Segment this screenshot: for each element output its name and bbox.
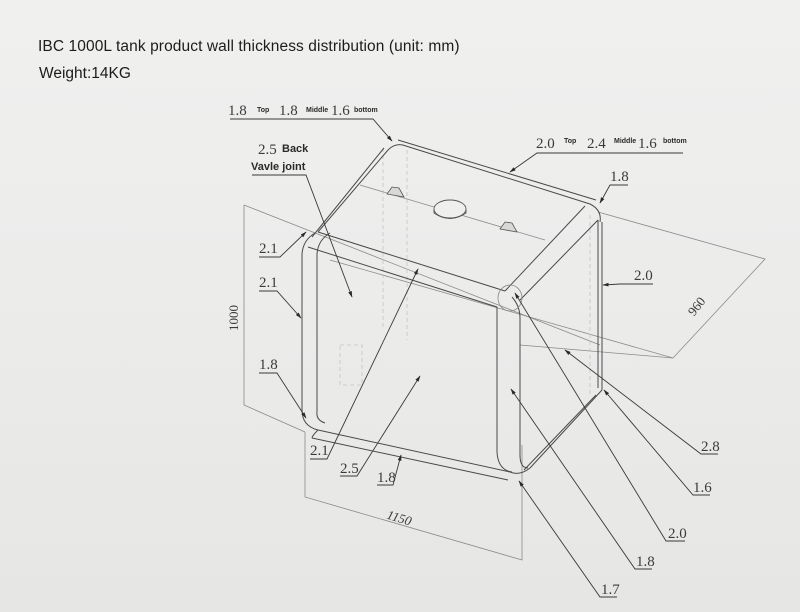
svg-text:2.5: 2.5 xyxy=(340,461,359,477)
svg-text:1.8: 1.8 xyxy=(279,103,298,119)
tank-body xyxy=(301,139,603,481)
svg-text:2.1: 2.1 xyxy=(259,241,278,257)
width-dimension-plane xyxy=(329,211,766,359)
svg-text:2.0: 2.0 xyxy=(536,136,555,152)
svg-text:2.8: 2.8 xyxy=(701,439,720,455)
svg-text:1.7: 1.7 xyxy=(601,582,620,598)
callout-front-bottom-left: 2.1 xyxy=(310,268,419,460)
svg-text:Middle: Middle xyxy=(306,107,328,114)
svg-text:1.8: 1.8 xyxy=(636,554,655,570)
hidden-lines xyxy=(339,148,591,395)
callout-right-2-8: 2.8 xyxy=(564,349,720,455)
callout-right-1-6: 1.6 xyxy=(603,389,712,496)
svg-text:1.6: 1.6 xyxy=(638,136,657,152)
callout-right-corner: 1.8 xyxy=(599,169,629,204)
callout-left-side: 2.1 xyxy=(259,275,302,319)
callout-front-face: 2.5 xyxy=(340,375,421,477)
svg-text:Top: Top xyxy=(257,107,269,114)
svg-text:Back: Back xyxy=(282,143,309,155)
callout-left-lower-corner: 1.8 xyxy=(259,357,307,419)
callout-right-2-0: 2.0 xyxy=(514,292,687,542)
svg-text:bottom: bottom xyxy=(663,138,687,145)
svg-text:1.8: 1.8 xyxy=(259,357,278,373)
callout-right-side: 2.0 xyxy=(602,268,653,287)
svg-text:1.6: 1.6 xyxy=(331,103,350,119)
svg-text:2.0: 2.0 xyxy=(668,526,687,542)
svg-text:2.5: 2.5 xyxy=(258,142,277,158)
height-dimension-plane xyxy=(243,204,601,433)
vent-fitting-left xyxy=(386,186,405,198)
svg-text:1.6: 1.6 xyxy=(693,480,712,496)
svg-text:1.8: 1.8 xyxy=(228,103,247,119)
svg-text:1.8: 1.8 xyxy=(610,169,629,185)
callout-back-valve-joint: 2.5 Back Vavle joint xyxy=(251,142,353,298)
svg-text:1.8: 1.8 xyxy=(377,470,396,486)
callout-right-1-8: 1.8 xyxy=(510,388,655,570)
callout-right-1-7: 1.7 xyxy=(518,480,620,598)
diagram-title: IBC 1000L tank product wall thickness di… xyxy=(38,38,460,55)
callout-top-right-edge: 2.0 Top 2.4 Middle 1.6 bottom xyxy=(509,136,687,173)
height-dimension-label: 1000 xyxy=(226,305,241,331)
svg-text:Vavle joint: Vavle joint xyxy=(251,161,306,173)
weight-label: Weight:14KG xyxy=(39,65,131,82)
svg-text:Middle: Middle xyxy=(614,138,636,145)
width-dimension-label: 960 xyxy=(685,294,709,319)
svg-text:2.4: 2.4 xyxy=(587,136,606,152)
vent-fitting-right xyxy=(499,221,518,233)
callout-bottom-edge: 1.8 xyxy=(377,454,402,486)
top-cap xyxy=(433,199,467,219)
callout-top-left-edge: 1.8 Top 1.8 Middle 1.6 bottom xyxy=(228,103,393,142)
length-dimension-label: 1150 xyxy=(385,507,414,529)
callout-left-upper-corner: 2.1 xyxy=(259,231,307,258)
svg-text:bottom: bottom xyxy=(354,107,378,114)
svg-text:Top: Top xyxy=(564,138,576,145)
svg-text:2.0: 2.0 xyxy=(634,268,653,284)
length-dimension-plane xyxy=(304,432,523,561)
svg-text:2.1: 2.1 xyxy=(259,275,278,291)
svg-text:2.1: 2.1 xyxy=(310,443,329,459)
